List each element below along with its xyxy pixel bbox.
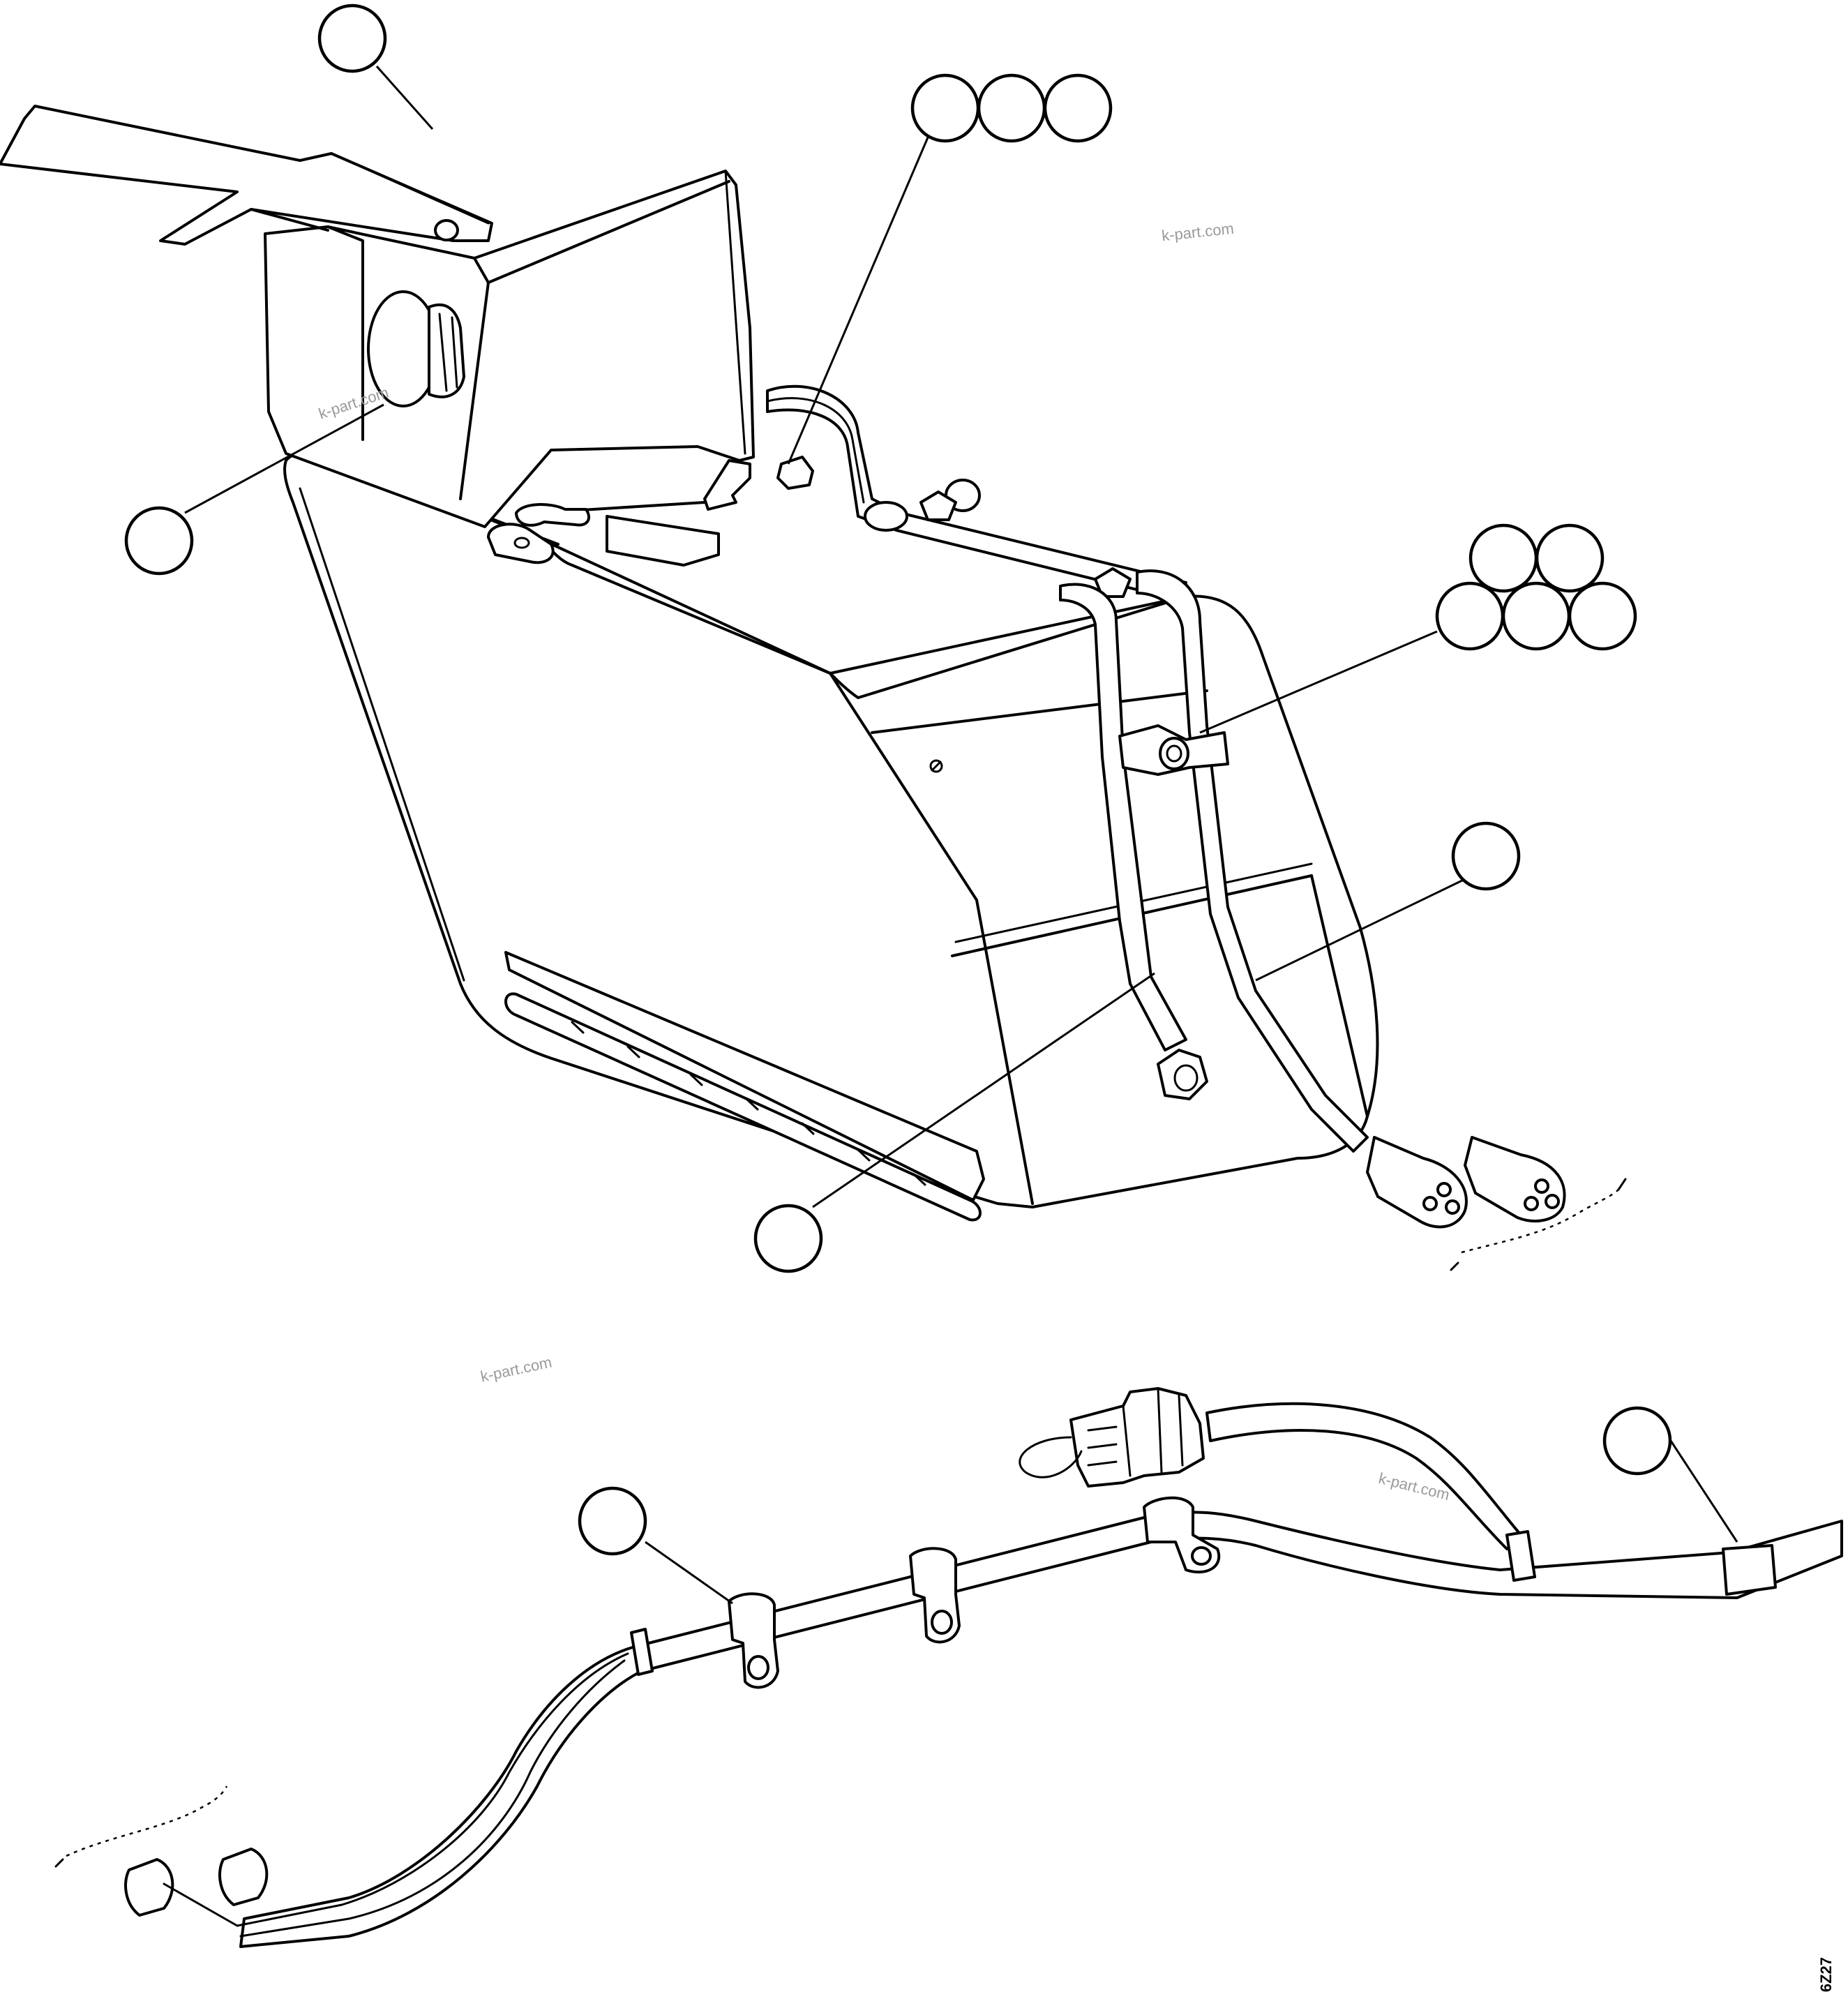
lid-hinge-pin xyxy=(434,219,459,241)
fill-housing xyxy=(264,170,755,528)
callout-balloon xyxy=(977,73,1046,143)
callout-balloon xyxy=(1468,523,1538,593)
leader-lines xyxy=(184,66,1738,1605)
callout-balloon xyxy=(1043,73,1113,143)
latch-handle xyxy=(703,459,751,511)
sleeve-right xyxy=(1722,1544,1777,1596)
callout-balloon xyxy=(578,1486,647,1556)
callout-balloon xyxy=(1535,523,1605,593)
latch-body xyxy=(606,515,720,567)
callout-balloon xyxy=(1501,581,1571,651)
hose-left-vertical xyxy=(1059,583,1187,1051)
latch-keeper xyxy=(487,523,555,564)
hose-connector-1 xyxy=(864,501,908,532)
hinge-rod xyxy=(504,992,982,1222)
clamp-bolt-head xyxy=(1159,737,1189,770)
callout-balloon xyxy=(753,1204,823,1273)
callout-balloon xyxy=(1451,821,1521,891)
sleeve-mid-right xyxy=(1505,1530,1536,1582)
harness-plug xyxy=(1069,1387,1205,1488)
fill-lid xyxy=(0,105,493,246)
callout-balloon xyxy=(1568,581,1637,651)
harness-main xyxy=(633,1511,1843,1672)
sleeve-left xyxy=(630,1628,654,1676)
top-bolt xyxy=(776,456,814,490)
latch-hook xyxy=(515,503,590,527)
callout-balloon xyxy=(1602,1406,1672,1476)
fuel-tank-assembly xyxy=(0,105,1627,1271)
callout-balloon xyxy=(910,73,980,143)
harness-tail xyxy=(239,1645,643,1948)
sensor-connector-right xyxy=(1464,1136,1566,1222)
wiring-harness xyxy=(54,1387,1843,1948)
callout-balloon xyxy=(124,506,194,576)
hose-right-vertical xyxy=(1136,569,1369,1153)
callout-balloon xyxy=(317,3,387,73)
harness-end-connector-2 xyxy=(218,1848,269,1906)
callout-balloon xyxy=(1435,581,1505,651)
callouts xyxy=(124,3,1672,1556)
harness-end-connector-1 xyxy=(124,1858,174,1917)
figure-code: 6Z27 xyxy=(1817,1957,1835,1992)
plug-tether xyxy=(1019,1436,1083,1478)
sensor-connector-left xyxy=(1366,1136,1468,1229)
tank-rivet xyxy=(929,759,943,773)
hinge-rail xyxy=(504,951,985,1201)
